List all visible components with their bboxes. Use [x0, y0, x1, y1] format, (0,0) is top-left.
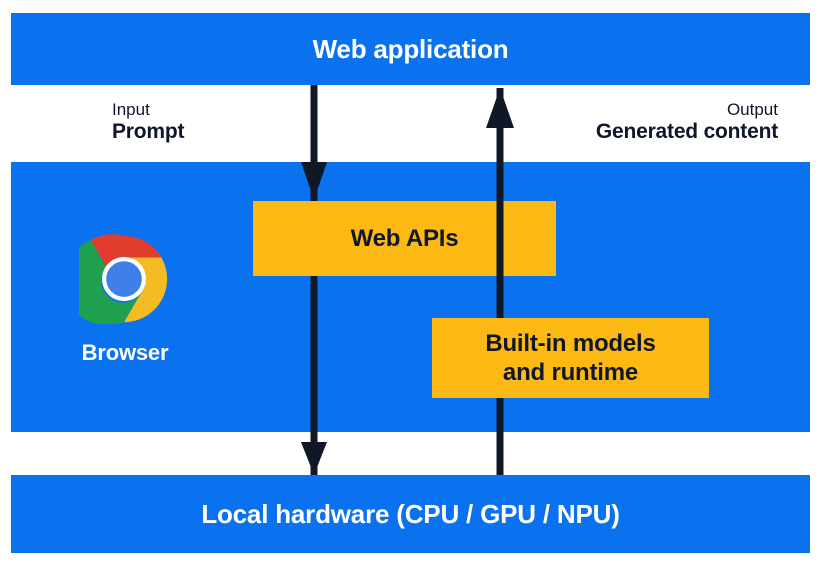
input-flow-label: Input Prompt: [112, 100, 185, 145]
box-web-apis: Web APIs: [253, 201, 556, 276]
layer-local-hardware: Local hardware (CPU / GPU / NPU): [11, 475, 810, 553]
output-flow-kind: Output: [726, 100, 778, 119]
box-built-in-line-1: Built-in models: [485, 329, 656, 357]
layer-web-application-label: Web application: [312, 33, 509, 64]
chrome-logo-icon: [63, 234, 169, 326]
layer-web-application: Web application: [11, 13, 810, 85]
input-flow-value: Prompt: [112, 120, 185, 144]
input-arrow-down-icon: [296, 85, 332, 475]
box-web-apis-label: Web APIs: [350, 224, 459, 252]
output-flow-value: Generated content: [595, 120, 778, 144]
input-flow-kind: Input: [112, 100, 150, 119]
layer-browser-label: Browser: [81, 340, 169, 365]
box-built-in-line-2: and runtime: [502, 359, 639, 386]
box-built-in-models-and-runtime-label: Built-in models and runtime: [485, 329, 656, 388]
output-flow-label: Output Generated content: [596, 100, 778, 145]
layer-local-hardware-label: Local hardware (CPU / GPU / NPU): [201, 498, 620, 529]
output-arrow-up-icon: [482, 88, 518, 475]
box-built-in-models-and-runtime: Built-in models and runtime: [432, 318, 709, 398]
